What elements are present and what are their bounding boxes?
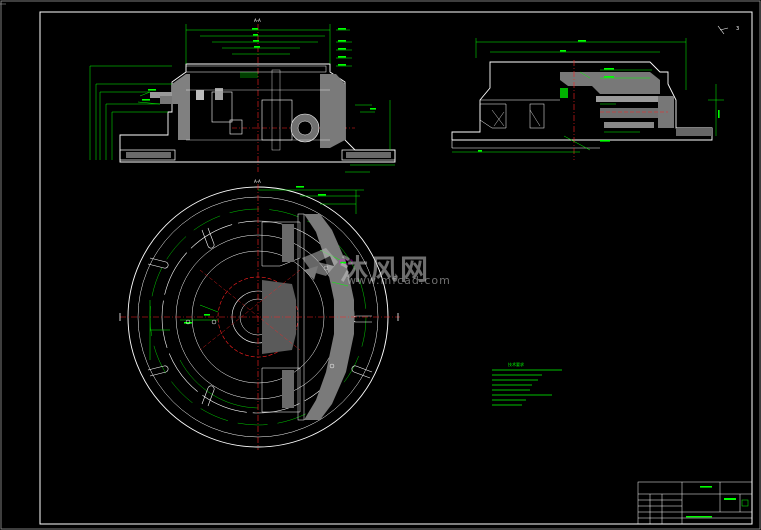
technical-notes-lines xyxy=(492,369,562,406)
sheet-inner-border xyxy=(39,11,753,525)
page-marker: 3 xyxy=(736,26,740,32)
title-block xyxy=(637,481,753,525)
front-section-view xyxy=(89,24,396,173)
plan-view xyxy=(119,184,400,450)
watermark-text: 沐风网 xyxy=(340,253,431,286)
watermark-url: www.mfcad.com xyxy=(347,274,451,287)
section-label-plan: A-A xyxy=(254,179,261,184)
side-section-view xyxy=(451,25,729,160)
technical-notes-title: 技术要求 xyxy=(508,362,524,367)
section-label-top: A-A xyxy=(254,18,261,23)
mfcad-logo-icon xyxy=(302,248,338,280)
